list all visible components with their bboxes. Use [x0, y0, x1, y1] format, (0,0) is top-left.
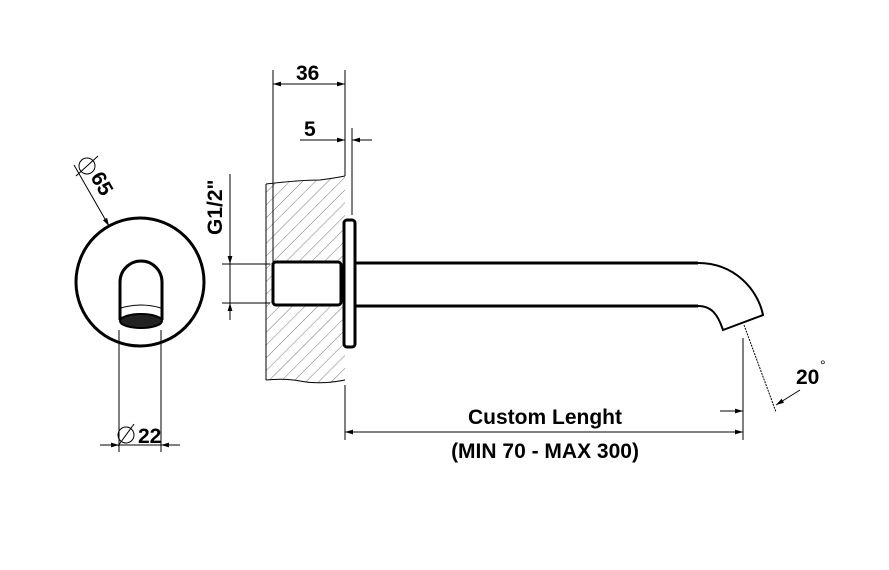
flange	[342, 218, 357, 349]
length-dimension: Custom Lenght (MIN 70 - MAX 300)	[344, 338, 744, 463]
dimension-5-label: 5	[304, 118, 316, 141]
angle-dimension: 20 °	[743, 324, 826, 413]
diameter-symbol-icon	[78, 157, 96, 175]
diameter-65-dimension: 65	[73, 155, 117, 227]
threaded-fitting	[271, 260, 343, 307]
outlet-aerator	[119, 313, 163, 329]
length-label: Custom Lenght	[468, 406, 622, 429]
dimension-5: 5	[300, 118, 372, 215]
rosette-circle	[74, 216, 206, 348]
diameter-symbol-icon	[117, 426, 135, 444]
angle-label: 20	[796, 366, 819, 389]
spout-outline	[118, 259, 164, 320]
dimension-36: 36	[272, 62, 346, 262]
dimension-36-label: 36	[296, 62, 319, 85]
thread-label: G1/2"	[204, 180, 227, 235]
dimension-22-label: 22	[138, 425, 161, 448]
front-view: 65 22	[73, 155, 206, 452]
side-view: 36 5 G1/2" Custom Lenght (MIN 70 - MAX 3…	[204, 62, 826, 463]
spout	[356, 261, 765, 332]
thread-dimension: G1/2"	[204, 174, 270, 320]
diameter-22-dimension: 22	[100, 330, 180, 452]
length-range-label: (MIN 70 - MAX 300)	[451, 440, 639, 463]
degree-symbol: °	[820, 357, 826, 373]
